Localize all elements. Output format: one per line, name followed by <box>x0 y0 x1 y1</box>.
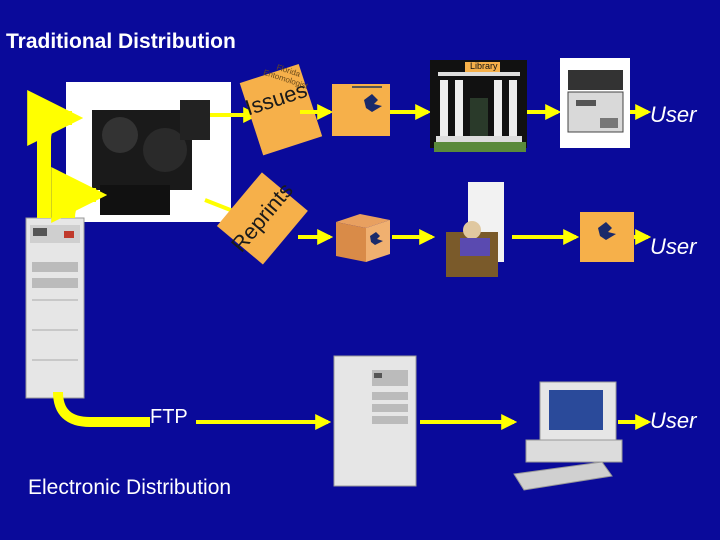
arrow-server-to-press-outer <box>27 90 84 218</box>
library-building-image <box>430 60 527 152</box>
electronic-distribution-label: Electronic Distribution <box>28 476 232 499</box>
user-label-row1: User <box>650 102 697 127</box>
reprints-card <box>216 172 308 265</box>
server-tower-left <box>25 217 85 399</box>
copier-machine-image <box>560 58 630 148</box>
user-label-row2: User <box>650 234 697 259</box>
arrow-server-to-ftp <box>53 391 150 427</box>
package-box-image <box>336 214 390 262</box>
postal-eagle-image-row2 <box>580 212 634 262</box>
server-tower-center <box>333 355 417 487</box>
desktop-computer-image <box>513 381 623 491</box>
library-sign: Library <box>470 61 498 71</box>
title-traditional-distribution: Traditional Distribution <box>6 30 236 53</box>
postal-eagle-image-row1 <box>332 84 390 136</box>
ftp-label: FTP <box>150 406 188 428</box>
printing-press-image <box>66 82 231 222</box>
user-label-row3: User <box>650 408 697 433</box>
issues-card <box>239 63 323 156</box>
person-at-desk-image <box>446 182 504 277</box>
arrow-server-to-press-inner <box>51 167 108 223</box>
